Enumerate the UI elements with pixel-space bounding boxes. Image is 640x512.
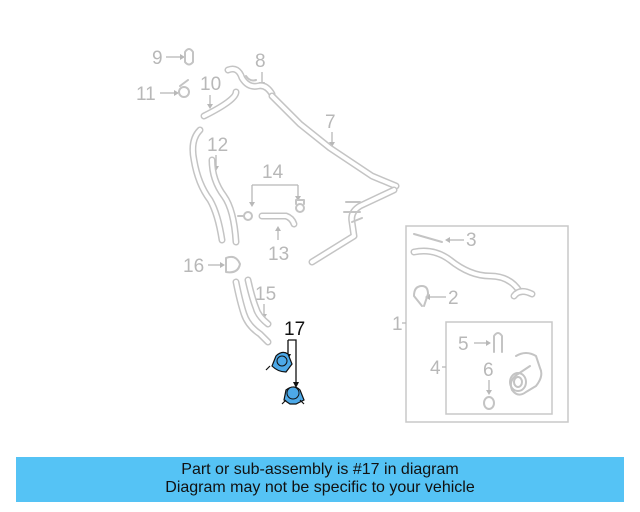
part-8[interactable]: 8	[224, 51, 276, 98]
callout-14: 14	[262, 162, 284, 183]
assembly-box	[405, 225, 569, 423]
callout-15: 15	[255, 284, 276, 305]
part-15[interactable]: 15	[232, 276, 276, 346]
callout-4: 4	[430, 358, 441, 379]
part-3[interactable]: 3	[410, 230, 536, 300]
callout-5: 5	[458, 334, 469, 355]
callout-2: 2	[448, 288, 459, 309]
callout-7: 7	[325, 112, 336, 133]
parts-diagram: 9 11 8 10 7 12	[136, 48, 569, 423]
part-13[interactable]: 13	[258, 212, 298, 265]
callout-3: 3	[466, 230, 477, 251]
part-14[interactable]: 14	[237, 162, 305, 221]
callout-12: 12	[207, 135, 228, 156]
elbow-hose	[509, 352, 543, 396]
part-16[interactable]: 16	[183, 255, 241, 277]
callout-8: 8	[255, 51, 266, 72]
info-banner: Part or sub-assembly is #17 in diagram D…	[16, 457, 624, 502]
callout-13: 13	[268, 244, 289, 265]
part-2[interactable]: 2	[413, 285, 459, 309]
part-6[interactable]: 6	[483, 360, 495, 410]
callout-10: 10	[200, 74, 221, 95]
part-9[interactable]: 9	[152, 48, 194, 69]
inner-box	[445, 321, 553, 415]
banner-line-2: Diagram may not be specific to your vehi…	[165, 479, 475, 496]
callout-1: 1	[392, 314, 403, 335]
callout-17: 17	[284, 319, 305, 340]
part-17[interactable]: 17	[265, 319, 305, 405]
callout-11: 11	[136, 84, 156, 105]
part-17-upper-clip	[265, 351, 293, 373]
part-12[interactable]: 12	[189, 126, 240, 246]
part-7[interactable]: 7	[268, 92, 400, 266]
callout-16: 16	[183, 256, 204, 277]
part-11[interactable]: 11	[136, 79, 190, 105]
part-10[interactable]: 10	[200, 74, 240, 120]
banner-line-1: Part or sub-assembly is #17 in diagram	[181, 461, 459, 478]
part-5[interactable]: 5	[458, 332, 503, 355]
part-17-lower-clip	[281, 386, 305, 405]
callout-6: 6	[483, 360, 494, 381]
part-1-assembly[interactable]: 1 3 2 4 5	[392, 225, 569, 423]
callout-9: 9	[152, 48, 163, 69]
